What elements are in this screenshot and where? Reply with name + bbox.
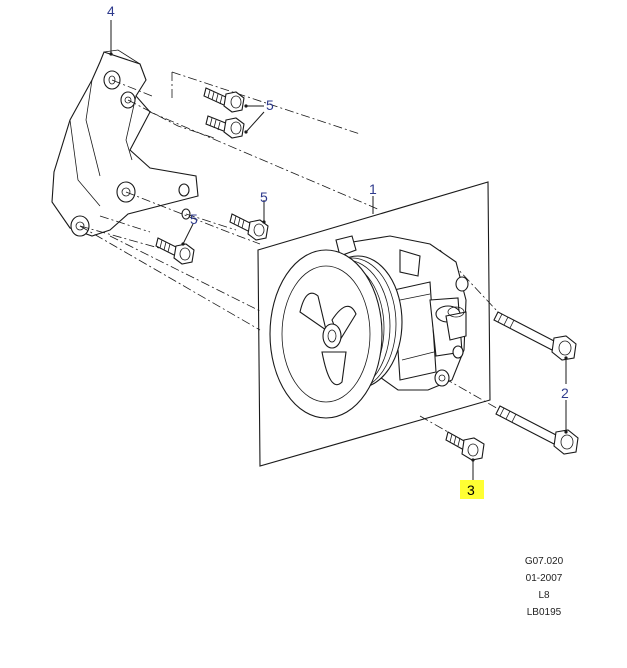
long-bolt-2-lower xyxy=(495,405,579,455)
bolt-5-upper-1 xyxy=(203,87,245,113)
bolt-5-middle xyxy=(229,213,269,241)
bolt-5-upper-2 xyxy=(205,115,245,139)
callout-5-middle: 5 xyxy=(260,189,268,205)
power-steering-pump xyxy=(269,235,469,419)
callout-2: 2 xyxy=(561,385,569,401)
assembly-centrelines xyxy=(79,71,501,433)
callout-1: 1 xyxy=(369,181,377,197)
long-bolt-2-upper xyxy=(493,311,577,361)
callout-leaders xyxy=(109,20,568,480)
callout-5-upper: 5 xyxy=(266,97,274,113)
pump-outline-frame xyxy=(257,181,491,467)
callout-5-lower: 5 xyxy=(190,211,198,227)
drawing-variant: L8 xyxy=(538,590,550,601)
callout-3-highlight xyxy=(460,480,484,499)
bolt-3 xyxy=(445,431,485,461)
drawing-code: G07.020 xyxy=(524,556,564,567)
drawing-date: 01-2007 xyxy=(525,573,563,584)
mounting-bracket xyxy=(51,49,199,237)
bolt-5-lower xyxy=(155,237,195,265)
callout-3: 3 xyxy=(467,482,475,498)
drawing-reference: LB0195 xyxy=(526,607,562,618)
callout-4: 4 xyxy=(107,3,115,19)
